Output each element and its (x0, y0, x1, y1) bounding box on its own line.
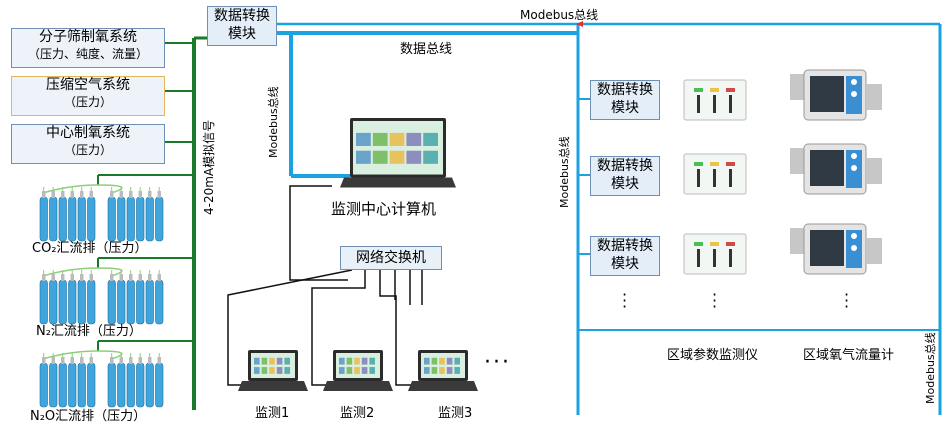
gas-cylinder-bank (39, 184, 164, 242)
monitor-laptop-2 (323, 350, 393, 391)
more-monitors-ellipsis: ··· (484, 350, 511, 375)
gas-cylinder-bank (39, 350, 164, 408)
source-sub: （压力） (63, 95, 112, 109)
data-bus-label: 数据总线 (400, 42, 453, 57)
flowmeter-more-dots: ··· (844, 285, 850, 316)
analog-signal-label: 4-20mA模拟信号 (202, 119, 216, 215)
monitor-label-1: 监测1 (255, 406, 290, 421)
converter-module-1: 数据转换模块 (590, 80, 660, 120)
right-bus-label: Modebus总线 (924, 332, 937, 404)
converter-module-2: 数据转换模块 (590, 156, 660, 196)
monitor-laptop-1 (238, 350, 308, 391)
oxygen-flowmeter-device (790, 223, 882, 275)
source-sub: （压力） (63, 143, 112, 157)
source-title: 中心制氧系统 (46, 125, 130, 141)
oxygen-flowmeter-device (790, 143, 882, 195)
source-box-compressed-air: 压缩空气系统 （压力） (11, 76, 165, 116)
mid-bus-label: Modebus总线 (558, 136, 571, 208)
center-computer-laptop (340, 118, 456, 188)
monitor-laptop-3 (408, 350, 478, 391)
left-bus-label: Modebus总线 (267, 86, 280, 158)
source-title: 分子筛制氧系统 (39, 29, 137, 45)
gas-cylinder-bank (39, 267, 164, 325)
source-box-central-oxygen: 中心制氧系统 （压力） (11, 124, 165, 164)
param-monitor-device (683, 233, 747, 275)
top-bus-label: Modebus总线 (520, 8, 599, 22)
flowmeter-label: 区域氧气流量计 (803, 348, 895, 363)
manifold-label-co2: CO₂汇流排（压力） (32, 241, 148, 256)
oxygen-flowmeter-device (790, 69, 882, 121)
converter-more-dots: ··· (622, 285, 628, 316)
manifold-label-n2: N₂汇流排（压力） (36, 324, 142, 339)
param-monitor-device (683, 153, 747, 195)
converter-module-top: 数据转换模块 (207, 6, 277, 46)
param-monitor-more-dots: ··· (712, 285, 718, 316)
network-switch: 网络交换机 (340, 246, 442, 270)
param-monitor-label: 区域参数监测仪 (667, 348, 759, 363)
source-box-molecular-sieve: 分子筛制氧系统 （压力、纯度、流量） (11, 28, 165, 68)
source-sub: （压力、纯度、流量） (27, 47, 148, 61)
monitor-label-2: 监测2 (340, 406, 375, 421)
converter-module-3: 数据转换模块 (590, 236, 660, 276)
manifold-label-n2o: N₂O汇流排（压力） (30, 409, 147, 424)
monitor-label-3: 监测3 (438, 406, 473, 421)
param-monitor-device (683, 79, 747, 121)
source-title: 压缩空气系统 (46, 77, 130, 93)
center-computer-label: 监测中心计算机 (331, 200, 437, 218)
